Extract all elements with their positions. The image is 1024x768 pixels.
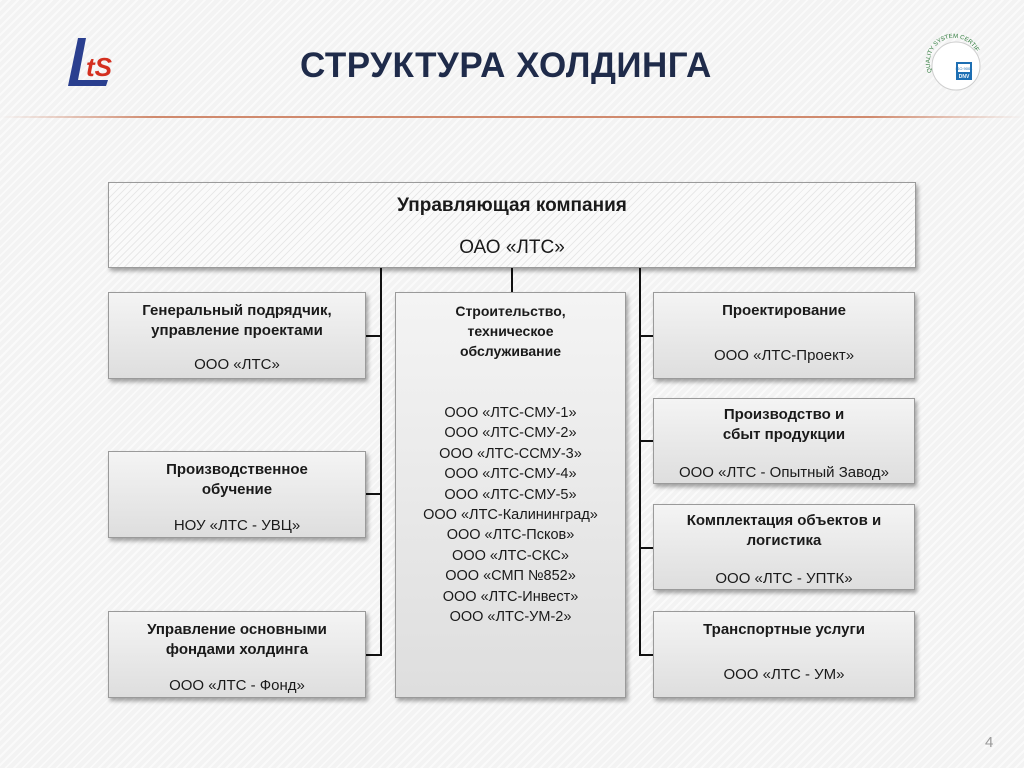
transport-box: Транспортные услуги ООО «ЛТС - УМ» [653, 611, 915, 698]
quality-certification-seal-icon: QUALITY SYSTEM CERTIFICATION ISO 9001 DN… [916, 22, 990, 98]
connector [366, 654, 381, 656]
box-heading-line: Производственное [166, 461, 308, 478]
list-item: ООО «ЛТС-СМУ-5» [444, 486, 577, 503]
list-item: ООО «ЛТС-ССМУ-3» [439, 445, 582, 462]
box-company-name: ООО «ЛТС - Опытный Завод» [678, 464, 890, 481]
box-heading-line: Строительство, [455, 303, 566, 319]
box-heading-line: сбыт продукции [722, 426, 846, 443]
list-item: ООО «ЛТС-СМУ-1» [444, 405, 577, 421]
list-item: ООО «СМП №852» [445, 568, 576, 585]
box-company-name: ООО «ЛТС - Фонд» [169, 677, 305, 694]
connector [639, 440, 654, 442]
box-heading-line: Производство и [723, 406, 845, 423]
connector [639, 547, 654, 549]
box-heading-line: логистика [746, 532, 822, 549]
box-company-name: НОУ «ЛТС - УВЦ» [173, 517, 301, 534]
connector [511, 268, 513, 293]
cert-sub-text: ISO 9001 [956, 66, 974, 71]
page-title: СТРУКТУРА ХОЛДИНГА [300, 46, 712, 85]
design-box: Проектирование ООО «ЛТС-Проект» [653, 292, 915, 379]
list-item: ООО «ЛТС-СМУ-4» [444, 466, 577, 483]
box-heading-line: обслуживание [459, 343, 562, 359]
box-heading-line: Проектирование [722, 302, 846, 319]
connector [639, 335, 654, 337]
general-contractor-box: Генеральный подрядчик, управление проект… [108, 292, 366, 379]
list-item: ООО «ЛТС-УМ-2» [449, 609, 572, 626]
title-divider [0, 116, 1024, 118]
connector [639, 268, 641, 656]
box-company-name: ООО «ЛТС-Проект» [713, 347, 855, 364]
connector [639, 654, 654, 656]
box-heading-line: Генеральный подрядчик, [142, 302, 332, 319]
lts-logo-icon: tS [64, 36, 124, 88]
box-heading-line: обучение [201, 481, 273, 498]
box-company-name: ООО «ЛТС» [194, 356, 280, 373]
list-item: ООО «ЛТС-Псков» [446, 527, 575, 544]
svg-text:tS: tS [86, 52, 113, 82]
list-item: ООО «ЛТС-СМУ-2» [444, 425, 577, 442]
connector [366, 493, 381, 495]
management-company-name: ОАО «ЛТС» [459, 237, 565, 258]
fixed-assets-box: Управление основными фондами холдинга ОО… [108, 611, 366, 698]
page-number: 4 [985, 734, 994, 751]
box-heading-line: управление проектами [151, 322, 323, 339]
box-heading-line: Управление основными [147, 621, 327, 638]
list-item: ООО «ЛТС-СКС» [452, 547, 569, 564]
box-heading-line: техническое [467, 323, 554, 339]
box-company-name: ООО «ЛТС - УПТК» [715, 570, 853, 587]
management-company-box: Управляющая компания ОАО «ЛТС» [108, 182, 916, 268]
box-heading-line: Транспортные услуги [703, 621, 865, 638]
management-heading: Управляющая компания [397, 195, 627, 216]
training-box: Производственное обучение НОУ «ЛТС - УВЦ… [108, 451, 366, 538]
cert-brand-text: DNV [959, 74, 970, 80]
box-heading-line: Комплектация объектов и [686, 512, 882, 529]
box-heading-line: фондами холдинга [165, 641, 309, 658]
construction-box: Строительство, техническое обслуживание … [395, 292, 626, 698]
list-item: ООО «ЛТС-Инвест» [442, 588, 579, 605]
connector [380, 268, 382, 656]
box-company-name: ООО «ЛТС - УМ» [723, 666, 845, 683]
list-item: ООО «ЛТС-Калининград» [423, 507, 598, 524]
connector [366, 335, 381, 337]
production-box: Производство и сбыт продукции ООО «ЛТС -… [653, 398, 915, 484]
logistics-box: Комплектация объектов и логистика ООО «Л… [653, 504, 915, 590]
